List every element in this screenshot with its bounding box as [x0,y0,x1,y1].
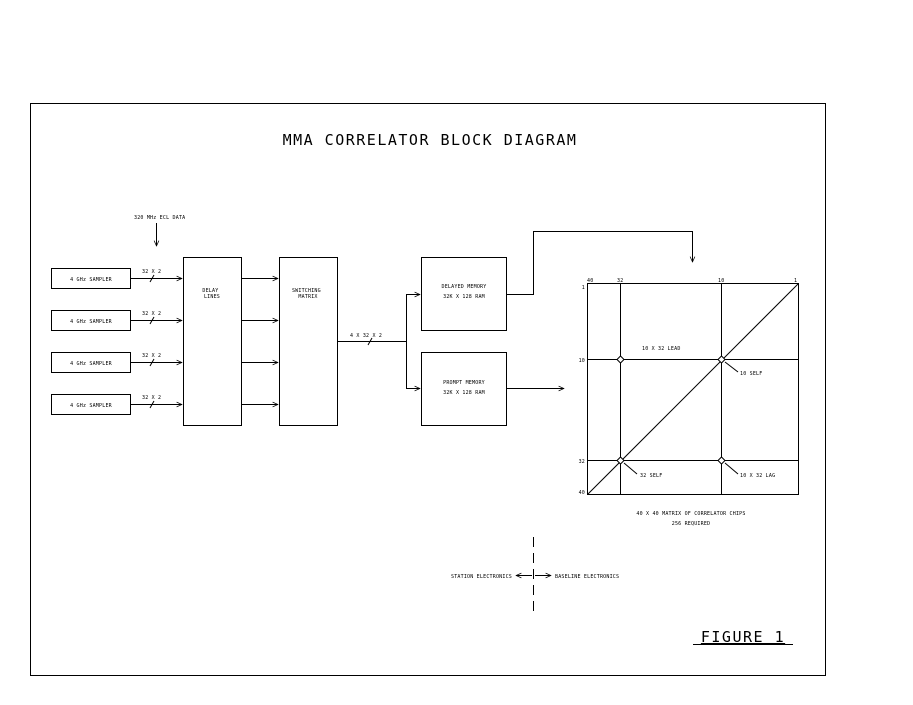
sampler-box-1 [51,268,131,289]
bus-label-4: 32 X 2 [142,395,161,401]
switching-matrix-label: SWITCHING MATRIX [292,288,324,300]
bus-slash-1 [149,274,155,283]
matrix-left-tick-1: 1 [582,285,585,291]
matrix-left-tick-3: 32 [579,459,585,465]
self-upper-leader [724,361,739,373]
delay-lines-label: DELAY LINES [202,288,221,300]
delay-lines-box [183,257,242,426]
bus-slash-4 [149,400,155,409]
matrix-left-tick-2: 10 [579,358,585,364]
output-bus-slash [367,337,373,346]
matrix-top-tick-2: 32 [617,278,623,284]
node-diamond-lead [616,355,625,364]
prompt-memory-box [421,352,507,426]
delayed-memory-line-1: DELAYED MEMORY [442,284,487,290]
delayed-memory-line-2: 32K X 128 RAM [443,294,485,300]
bus-label-2: 32 X 2 [142,311,161,317]
station-electronics-label: STATION ELECTRONICS [451,574,512,580]
matrix-top-tick-1: 40 [587,278,593,284]
sampler-label-3: 4 GHz SAMPLER [70,361,113,367]
lag-label: 10 X 32 LAG [740,473,775,479]
lead-label: 10 X 32 LEAD [642,346,681,352]
sampler-label-2: 4 GHz SAMPLER [70,319,113,325]
sampler-bus-group: 32 X 2 32 X 2 32 X 2 32 X 2 [131,269,182,409]
sampler-label-1: 4 GHz SAMPLER [70,277,113,283]
delayed-to-matrix-path [507,231,693,295]
node-diamond-lag [717,456,726,465]
matrix-left-tick-4: 40 [579,490,585,496]
delay-lines-line-1: DELAY [202,288,218,294]
delay-lines-line-2: LINES [204,294,220,300]
matrix-caption-line-1: 40 X 40 MATRIX OF CORRELATOR CHIPS [636,511,745,517]
input-data-label: 320 MHz ECL DATA [134,215,185,221]
node-diamond-self-lower [616,456,625,465]
sampler-box-3 [51,352,131,373]
bus-slash-2 [149,316,155,325]
baseline-electronics-label: BASELINE ELECTRONICS [555,574,619,580]
matrix-caption-line-2: 256 REQUIRED [672,521,711,527]
sampler-box-2 [51,310,131,331]
matrix-top-tick-4: 1 [794,278,797,284]
matrix-top-tick-3: 10 [718,278,724,284]
switching-matrix-box [279,257,338,426]
sampler-group: 4 GHz SAMPLER 4 GHz SAMPLER 4 GHz SAMPLE… [51,268,131,415]
self-lower-label: 32 SELF [640,473,662,479]
switching-matrix-line-1: SWITCHING [292,288,321,294]
switching-matrix-line-2: MATRIX [298,294,317,300]
delay-switch-arrows [242,279,278,405]
output-bus-label: 4 X 32 X 2 [350,333,382,339]
self-upper-label: 10 SELF [740,371,762,377]
diagram-title: MMA CORRELATOR BLOCK DIAGRAM [283,131,578,149]
lag-leader [724,462,739,475]
prompt-memory-line-2: 32K X 128 RAM [443,390,485,396]
prompt-memory-line-1: PROMPT MEMORY [443,380,485,386]
output-bus: 4 X 32 X 2 [338,294,420,389]
bus-label-1: 32 X 2 [142,269,161,275]
figure-label: FIGURE 1 [701,628,785,646]
sampler-label-4: 4 GHz SAMPLER [70,403,113,409]
correlator-matrix: 40 32 10 1 1 10 32 40 10 X 32 LEAD 10 SE… [579,278,799,527]
bus-label-3: 32 X 2 [142,353,161,359]
electronics-divider: STATION ELECTRONICS BASELINE ELECTRONICS [451,537,619,612]
bus-slash-3 [149,358,155,367]
sampler-box-4 [51,394,131,415]
page-frame [30,103,826,676]
self-lower-leader [623,462,638,475]
node-diamond-self-upper [717,355,726,364]
delayed-memory-box [421,257,507,331]
